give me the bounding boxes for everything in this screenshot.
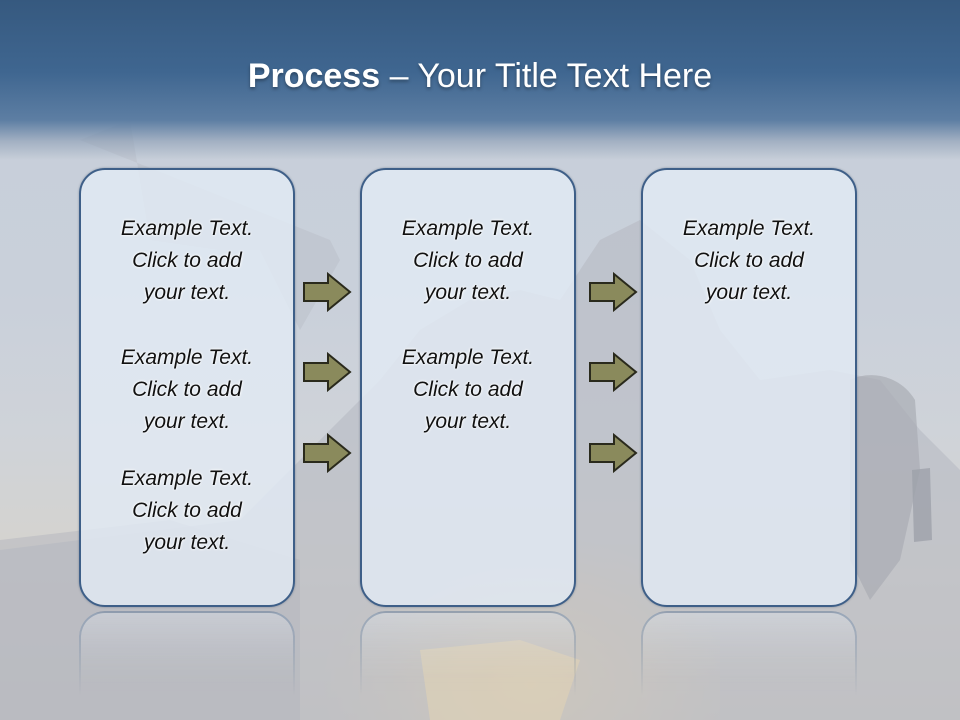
slide-title[interactable]: Process – Your Title Text Here bbox=[0, 54, 960, 98]
box-reflection bbox=[79, 611, 295, 720]
text-line: Click to add bbox=[132, 499, 242, 522]
text-placeholder[interactable]: Example Text. Click to add your text. bbox=[362, 213, 574, 309]
process-box-1[interactable]: Example Text. Click to add your text. Ex… bbox=[79, 168, 295, 607]
text-line: your text. bbox=[705, 281, 793, 304]
text-placeholder[interactable]: Example Text. Click to add your text. bbox=[81, 463, 293, 559]
text-line: your text. bbox=[143, 281, 231, 304]
arrow-right-icon bbox=[589, 272, 638, 312]
arrow-right-icon bbox=[303, 352, 352, 392]
text-line: your text. bbox=[143, 410, 231, 433]
text-line: Click to add bbox=[694, 249, 804, 272]
text-line: Example Text. bbox=[120, 346, 254, 369]
title-bar bbox=[0, 0, 960, 160]
text-line: your text. bbox=[424, 281, 512, 304]
text-line: Example Text. bbox=[682, 217, 816, 240]
text-line: your text. bbox=[424, 410, 512, 433]
text-line: Click to add bbox=[132, 249, 242, 272]
arrow-right-icon bbox=[589, 433, 638, 473]
text-placeholder[interactable]: Example Text. Click to add your text. bbox=[81, 213, 293, 309]
text-line: Click to add bbox=[413, 378, 523, 401]
text-placeholder[interactable]: Example Text. Click to add your text. bbox=[362, 342, 574, 438]
text-line: your text. bbox=[143, 531, 231, 554]
arrow-right-icon bbox=[303, 433, 352, 473]
process-box-2[interactable]: Example Text. Click to add your text. Ex… bbox=[360, 168, 576, 607]
text-placeholder[interactable]: Example Text. Click to add your text. bbox=[643, 213, 855, 309]
box-reflection bbox=[360, 611, 576, 720]
arrow-right-icon bbox=[303, 272, 352, 312]
title-rest: – Your Title Text Here bbox=[389, 57, 713, 95]
text-line: Click to add bbox=[132, 378, 242, 401]
text-line: Example Text. bbox=[401, 346, 535, 369]
title-bold: Process bbox=[247, 57, 381, 95]
text-line: Example Text. bbox=[120, 467, 254, 490]
box-reflection bbox=[641, 611, 857, 720]
text-line: Example Text. bbox=[401, 217, 535, 240]
process-box-3[interactable]: Example Text. Click to add your text. bbox=[641, 168, 857, 607]
text-placeholder[interactable]: Example Text. Click to add your text. bbox=[81, 342, 293, 438]
arrow-right-icon bbox=[589, 352, 638, 392]
text-line: Click to add bbox=[413, 249, 523, 272]
text-line: Example Text. bbox=[120, 217, 254, 240]
